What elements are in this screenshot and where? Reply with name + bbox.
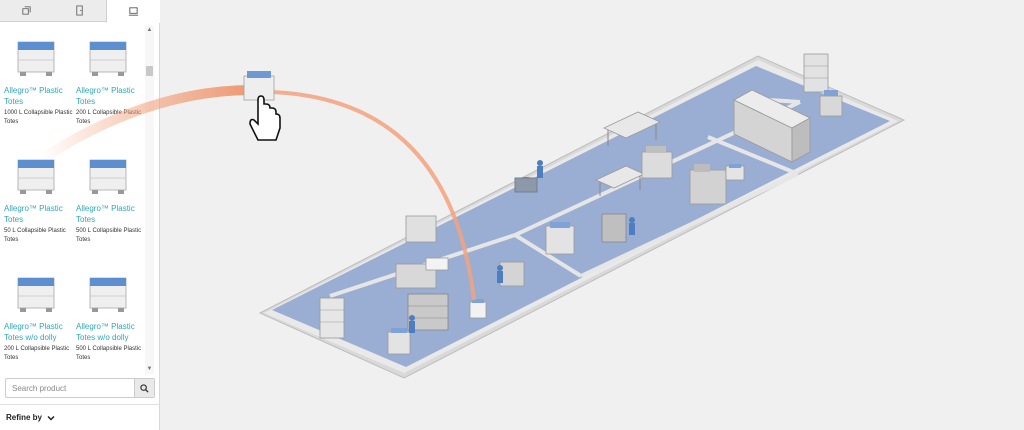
equipment-table-top[interactable] — [603, 111, 661, 146]
tote-product-icon — [76, 262, 140, 318]
operator-figure-3 — [497, 265, 503, 283]
product-title[interactable]: Allegro™ Plastic Totes w/o dolly — [4, 322, 63, 342]
product-list-scrollbar[interactable]: ▲ ▼ — [145, 26, 154, 374]
facility-floorplan[interactable] — [160, 0, 1024, 430]
equipment-bioreactor[interactable] — [689, 164, 745, 205]
inner-wall-divider-mid — [707, 135, 799, 176]
inner-wall-divider-left — [513, 233, 583, 278]
tote-product-icon — [4, 26, 68, 82]
equipment-tote-center[interactable] — [545, 222, 575, 255]
product-subtitle: 500 L Collapsible Plastic Totes — [76, 228, 142, 243]
equipment-cabinet-mid[interactable] — [601, 213, 627, 243]
search-button[interactable] — [134, 379, 154, 397]
product-card[interactable]: Allegro™ Plastic Totes w/o dolly 200 L Co… — [4, 262, 76, 374]
product-subtitle: 200 L Collapsible Plastic Totes — [76, 110, 142, 125]
product-card[interactable]: Allegro™ Plastic Totes 1000 L Collapsible… — [4, 26, 76, 138]
equipment-station-mid[interactable] — [641, 146, 673, 179]
search-input[interactable] — [6, 379, 134, 397]
equipment-cart-center[interactable] — [499, 261, 525, 287]
scroll-down-icon[interactable]: ▼ — [146, 366, 153, 372]
sidebar-tabs — [0, 0, 160, 23]
refine-by-toggle[interactable]: Refine by — [0, 404, 160, 430]
operator-figure-4 — [409, 315, 415, 333]
equipment-cart-right[interactable] — [819, 90, 843, 117]
tote-product-icon — [4, 262, 68, 318]
product-subtitle: 1000 L Collapsible Plastic Totes — [4, 110, 73, 125]
scroll-up-icon[interactable]: ▲ — [146, 27, 153, 33]
layers-icon — [22, 6, 31, 15]
equipment-shelf-left[interactable] — [319, 297, 345, 339]
chevron-down-icon — [47, 415, 55, 421]
equipment-tote-placed[interactable] — [469, 299, 487, 319]
product-title[interactable]: Allegro™ Plastic Totes — [4, 204, 63, 224]
product-subtitle: 200 L Collapsible Plastic Totes — [4, 346, 70, 361]
product-card[interactable]: Allegro™ Plastic Totes 50 L Collapsible P… — [4, 144, 76, 256]
product-subtitle: 50 L Collapsible Plastic Totes — [4, 228, 66, 243]
door-icon — [76, 5, 83, 16]
equipment-mixer-top[interactable] — [514, 177, 538, 193]
tab-layers[interactable] — [0, 0, 53, 21]
operator-figure-2 — [629, 217, 635, 235]
tab-rooms[interactable] — [53, 0, 106, 21]
laptop-icon — [128, 6, 139, 16]
equipment-tote-lower[interactable] — [387, 328, 411, 355]
facility-3d-canvas[interactable] — [160, 0, 1024, 430]
search-icon — [140, 383, 149, 393]
product-title[interactable]: Allegro™ Plastic Totes w/o dolly — [76, 322, 135, 342]
equipment-cabinet-left[interactable] — [405, 215, 437, 243]
tab-equipment[interactable] — [106, 0, 160, 23]
equipment-glovebox-large[interactable] — [733, 89, 811, 163]
product-card[interactable]: Allegro™ Plastic Totes 200 L Collapsible … — [76, 26, 144, 138]
product-title[interactable]: Allegro™ Plastic Totes — [4, 86, 63, 106]
inner-wall-lower — [580, 172, 799, 278]
tote-product-icon — [76, 144, 140, 200]
product-card[interactable]: Allegro™ Plastic Totes w/o dolly 500 L Co… — [76, 262, 144, 374]
refine-by-label: Refine by — [6, 413, 43, 422]
tote-product-icon — [4, 144, 68, 200]
product-title[interactable]: Allegro™ Plastic Totes — [76, 86, 135, 106]
search-box — [5, 378, 155, 398]
inner-wall-divider-right — [769, 98, 801, 104]
floor-zone-main — [272, 66, 890, 367]
tote-product-icon — [76, 26, 140, 82]
product-subtitle: 500 L Collapsible Plastic Totes — [76, 346, 142, 361]
product-card[interactable]: Allegro™ Plastic Totes 500 L Collapsible … — [76, 144, 144, 256]
product-title[interactable]: Allegro™ Plastic Totes — [76, 204, 135, 224]
scroll-thumb[interactable] — [146, 66, 153, 76]
equipment-rack-tall[interactable] — [803, 53, 829, 93]
operator-figure-1 — [537, 160, 543, 178]
